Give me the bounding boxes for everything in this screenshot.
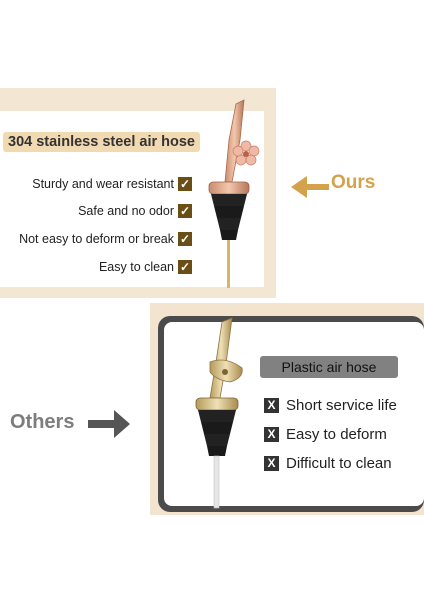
check-icon: ✓ <box>178 260 192 274</box>
others-con-label: Short service life <box>286 396 397 414</box>
ours-feature-item: Safe and no odor ✓ <box>78 202 192 220</box>
others-con-item: X Difficult to clean <box>264 454 392 472</box>
arrow-right-icon <box>88 410 130 438</box>
check-icon: ✓ <box>178 177 192 191</box>
ours-feature-item: Sturdy and wear resistant ✓ <box>32 175 192 193</box>
others-con-label: Difficult to clean <box>286 454 392 472</box>
others-title: Plastic air hose <box>260 356 398 378</box>
others-label: Others <box>10 411 75 433</box>
ours-feature-label: Not easy to deform or break <box>19 232 174 246</box>
ours-feature-label: Sturdy and wear resistant <box>32 177 174 191</box>
ours-feature-label: Easy to clean <box>98 260 174 274</box>
ours-label: Ours <box>331 172 376 193</box>
others-con-label: Easy to deform <box>286 425 387 443</box>
others-con-item: X Easy to deform <box>264 425 387 443</box>
check-icon: ✓ <box>178 232 192 246</box>
x-icon: X <box>264 426 279 442</box>
x-icon: X <box>264 455 279 471</box>
ours-product-image <box>208 99 260 288</box>
check-icon: ✓ <box>178 204 192 218</box>
others-con-item: X Short service life <box>264 396 397 414</box>
ours-feature-item: Not easy to deform or break ✓ <box>19 230 192 248</box>
ours-title: 304 stainless steel air hose <box>3 132 200 152</box>
x-icon: X <box>264 397 279 413</box>
ours-feature-item: Easy to clean ✓ <box>99 258 192 276</box>
others-product-image <box>195 317 243 509</box>
ours-feature-label: Safe and no odor <box>78 204 174 218</box>
arrow-left-icon <box>291 176 329 198</box>
